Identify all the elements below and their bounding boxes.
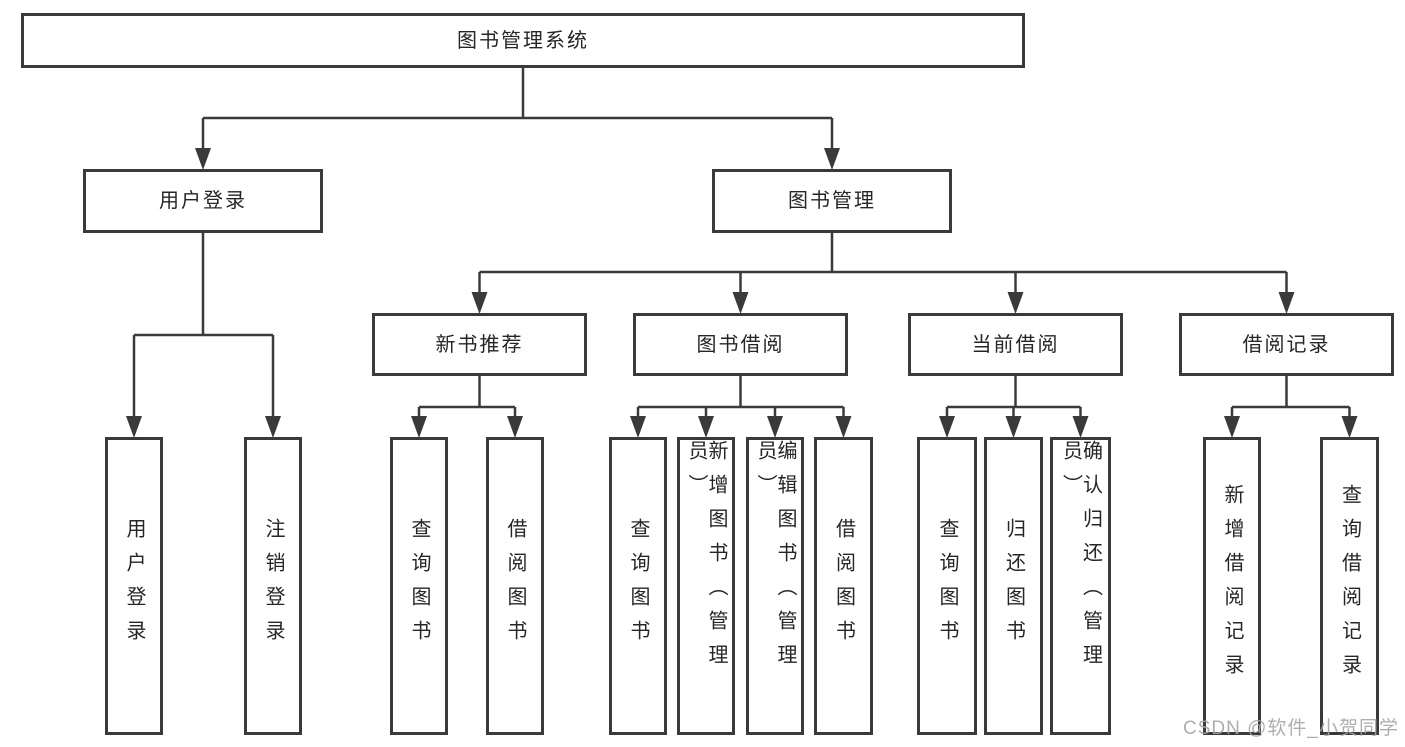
node-leaf-edit-book: 编辑图书（管理员） [746,437,804,735]
arrowhead-icon [1007,292,1024,314]
arrowhead-icon [824,148,840,170]
arrowhead-icon [1072,416,1089,438]
node-label-leaf-confirm-return: 确认归还（管理员） [1059,440,1102,678]
node-label-leaf-add-record: 新增借阅记录 [1221,484,1243,688]
arrowhead-icon [630,416,646,438]
arrowhead-icon [1278,292,1295,314]
node-label-leaf-query-book-1: 查询图书 [408,518,430,654]
node-label-borrow-records: 借阅记录 [1242,333,1331,356]
node-label-book-mgmt: 图书管理 [788,190,876,212]
arrowhead-icon [195,148,211,170]
node-book-mgmt: 图书管理 [712,169,952,233]
node-borrow-records: 借阅记录 [1179,313,1394,376]
node-label-leaf-logout: 注销登录 [262,518,284,654]
node-leaf-add-book: 新增图书（管理员） [677,437,735,735]
node-label-leaf-borrow-book-2: 借阅图书 [832,518,855,654]
node-book-borrow: 图书借阅 [633,313,848,376]
node-label-current-borrow: 当前借阅 [971,333,1060,356]
node-label-user-login: 用户登录 [159,190,247,212]
node-root: 图书管理系统 [21,13,1025,68]
node-leaf-borrow-book-1: 借阅图书 [486,437,544,735]
arrowhead-icon [1341,416,1358,438]
arrowhead-icon [835,416,852,438]
node-label-leaf-query-book-3: 查询图书 [936,518,958,654]
node-label-leaf-user-login: 用户登录 [123,518,145,654]
arrowhead-icon [767,416,783,438]
node-label-book-borrow: 图书借阅 [696,333,785,356]
node-leaf-query-book-1: 查询图书 [390,437,448,735]
node-label-leaf-borrow-book-1: 借阅图书 [504,518,526,654]
node-leaf-user-login: 用户登录 [105,437,163,735]
arrowhead-icon [939,416,955,438]
node-label-leaf-query-record: 查询借阅记录 [1338,484,1361,688]
node-label-leaf-edit-book: 编辑图书（管理员） [754,440,796,678]
node-leaf-query-book-2: 查询图书 [609,437,667,735]
arrowhead-icon [732,292,749,314]
node-label-leaf-return-book: 归还图书 [1002,518,1025,654]
node-current-borrow: 当前借阅 [908,313,1123,376]
arrowhead-icon [1005,416,1022,438]
arrowhead-icon [265,416,281,438]
node-label-leaf-add-book: 新增图书（管理员） [685,440,727,678]
node-label-new-book-rec: 新书推荐 [435,333,524,356]
node-leaf-add-record: 新增借阅记录 [1203,437,1261,735]
node-label-root: 图书管理系统 [457,29,589,52]
node-leaf-borrow-book-2: 借阅图书 [814,437,873,735]
arrowhead-icon [126,416,142,438]
arrowhead-icon [698,416,714,438]
arrowhead-icon [1224,416,1240,438]
node-new-book-rec: 新书推荐 [372,313,587,376]
node-label-leaf-query-book-2: 查询图书 [627,518,649,654]
node-user-login: 用户登录 [83,169,323,233]
arrowhead-icon [507,416,523,438]
node-leaf-query-record: 查询借阅记录 [1320,437,1379,735]
arrowhead-icon [471,292,488,314]
node-leaf-confirm-return: 确认归还（管理员） [1050,437,1111,735]
node-leaf-logout: 注销登录 [244,437,302,735]
node-leaf-return-book: 归还图书 [984,437,1043,735]
node-leaf-query-book-3: 查询图书 [917,437,977,735]
arrowhead-icon [411,416,427,438]
